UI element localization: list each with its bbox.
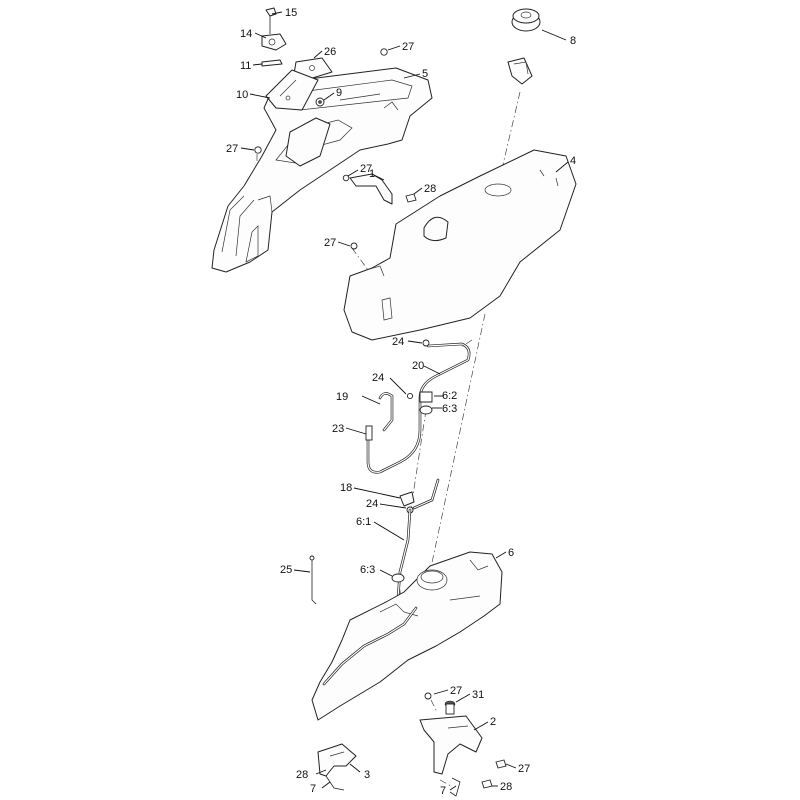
filler-cap-part-8 bbox=[507, 8, 541, 85]
leader-lines bbox=[240, 11, 569, 791]
label-31: 31 bbox=[472, 689, 484, 701]
label-7-right: 7 bbox=[440, 785, 446, 797]
label-27-tank: 27 bbox=[324, 237, 336, 249]
bracket-part-3 bbox=[317, 743, 357, 777]
screw-27-left bbox=[254, 146, 262, 154]
label-14: 14 bbox=[240, 28, 252, 40]
label-19: 19 bbox=[336, 391, 348, 403]
grommet-part-6-3-lower bbox=[391, 573, 405, 583]
strap-part-25 bbox=[309, 555, 317, 605]
label-27-top: 27 bbox=[402, 41, 414, 53]
label-27-bottom: 27 bbox=[518, 763, 530, 775]
clamp-24 bbox=[406, 339, 430, 514]
label-28-bottom-left: 28 bbox=[296, 769, 308, 781]
label-27-mid: 27 bbox=[360, 163, 372, 175]
label-27-left: 27 bbox=[226, 143, 238, 155]
strap-part-7-right bbox=[449, 777, 461, 797]
hose-part-19 bbox=[378, 392, 394, 432]
label-2: 2 bbox=[490, 716, 496, 728]
tank-cover-part-4 bbox=[343, 149, 577, 341]
fitting-part-18 bbox=[399, 491, 415, 507]
bracket-part-2 bbox=[419, 692, 483, 775]
valve-part-6-2 bbox=[419, 391, 433, 403]
label-10: 10 bbox=[236, 89, 248, 101]
label-26: 26 bbox=[324, 46, 336, 58]
label-15: 15 bbox=[285, 7, 297, 19]
label-1: 1 bbox=[369, 168, 375, 180]
label-28-upper: 28 bbox=[424, 183, 436, 195]
connector-part-23 bbox=[365, 425, 373, 441]
label-3: 3 bbox=[364, 769, 370, 781]
label-6-1: 6:1 bbox=[356, 516, 371, 528]
screw-28-upper bbox=[405, 193, 417, 203]
label-28-bottom-right: 28 bbox=[500, 781, 512, 793]
label-7-left: 7 bbox=[310, 783, 316, 795]
label-23: 23 bbox=[332, 423, 344, 435]
nut-part-9 bbox=[315, 97, 325, 107]
label-24-lower: 24 bbox=[366, 498, 378, 510]
part-labels: 15 14 11 10 26 27 5 9 27 27 1 28 4 8 27 … bbox=[226, 7, 576, 797]
plate-part-10 bbox=[265, 69, 319, 111]
label-6-2: 6:2 bbox=[442, 390, 457, 402]
label-6: 6 bbox=[508, 547, 514, 559]
label-5: 5 bbox=[422, 68, 428, 80]
label-18: 18 bbox=[340, 482, 352, 494]
screw-28-bottom-right bbox=[481, 779, 493, 789]
grommet-part-6-3-upper bbox=[419, 405, 433, 415]
label-25: 25 bbox=[280, 564, 292, 576]
lever-part-15 bbox=[265, 7, 277, 34]
strap-part-7-left bbox=[325, 775, 345, 791]
label-8: 8 bbox=[570, 35, 576, 47]
label-6-3-upper: 6:3 bbox=[442, 403, 457, 415]
label-27-bracket: 27 bbox=[450, 685, 462, 697]
fuel-line-part-6-1 bbox=[396, 478, 440, 600]
label-4: 4 bbox=[570, 155, 576, 167]
vent-hose-part-20 bbox=[366, 342, 471, 474]
pin-part-11 bbox=[261, 59, 283, 67]
label-11: 11 bbox=[240, 60, 251, 72]
bracket-part-1 bbox=[342, 173, 393, 205]
fuel-tank-part-6 bbox=[311, 551, 503, 721]
label-24-top: 24 bbox=[392, 336, 404, 348]
label-9: 9 bbox=[336, 87, 342, 99]
label-20: 20 bbox=[412, 360, 424, 372]
label-24-mid: 24 bbox=[372, 372, 384, 384]
label-6-3-lower: 6:3 bbox=[360, 564, 375, 576]
screw-27-bottom bbox=[495, 759, 507, 769]
screw-27-top bbox=[380, 48, 388, 56]
shroud-part-5 bbox=[211, 67, 433, 273]
bracket-part-14 bbox=[261, 33, 287, 51]
